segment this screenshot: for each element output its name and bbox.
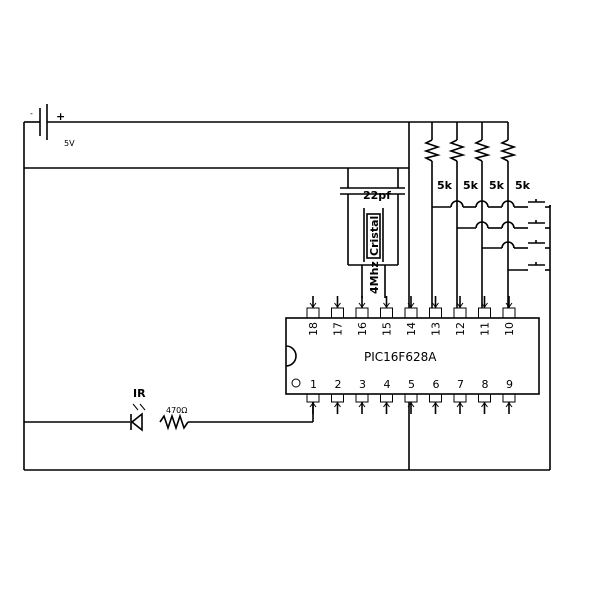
top-pin-number: 16 [356, 322, 369, 336]
bottom-pin: 3 [355, 378, 369, 414]
bottom-pin-number: 4 [384, 378, 391, 391]
bottom-pin-number: 5 [408, 378, 415, 391]
top-pin-number: 18 [307, 322, 320, 336]
top-pin: 16 [355, 296, 369, 336]
top-pin-number: 15 [381, 322, 394, 336]
wires [23, 121, 551, 471]
bottom-pin: 2 [331, 378, 344, 414]
battery-plus-sign: + [56, 110, 65, 123]
crystal-oscillator [340, 168, 405, 298]
bottom-pin: 7 [453, 378, 467, 414]
push-button-3 [525, 240, 550, 249]
button-lines [432, 200, 525, 271]
resistor-label-2: 5k [463, 179, 479, 192]
top-pin: 10 [502, 296, 516, 336]
top-pin-number: 12 [454, 322, 467, 336]
bottom-pin: 9 [502, 378, 516, 414]
battery-symbol [39, 104, 48, 140]
bottom-pins: 1 2 3 4 5 6 7 8 9 [306, 378, 516, 414]
crystal-name-label: Cristal [368, 216, 381, 256]
top-pin: 18 [306, 296, 320, 336]
bottom-pin-number: 9 [506, 378, 513, 391]
top-pin-number: 13 [430, 322, 443, 336]
top-pin: 13 [429, 296, 443, 336]
top-pin-number: 14 [405, 322, 418, 336]
top-pins: 18 17 16 15 14 13 12 11 10 [306, 296, 516, 336]
resistor-label-4: 5k [515, 179, 531, 192]
ir-resistor [159, 413, 189, 431]
bottom-pin-number: 2 [335, 378, 342, 391]
bottom-pin-number: 7 [457, 378, 464, 391]
push-buttons [525, 199, 551, 271]
top-pin: 11 [478, 296, 492, 336]
bottom-pin: 5 [404, 378, 418, 414]
top-pin: 14 [404, 296, 418, 336]
supply-voltage-label: 5V [64, 139, 75, 148]
bottom-pin-number: 1 [310, 378, 317, 391]
push-button-4 [525, 262, 550, 271]
resistor-label-1: 5k [437, 179, 453, 192]
ir-led [130, 403, 146, 432]
crystal-frequency-label: 4Mhz [368, 261, 381, 294]
bottom-pin-number: 6 [433, 378, 440, 391]
push-button-2 [525, 220, 550, 229]
battery-minus-sign: - [30, 109, 33, 118]
top-pin-number: 10 [503, 322, 516, 336]
bottom-pin-number: 3 [359, 378, 366, 391]
bottom-pin: 4 [380, 378, 393, 414]
pullup-resistors [423, 122, 517, 308]
capacitor-value-label: 22pf [363, 189, 391, 202]
top-pin-number: 17 [332, 322, 345, 336]
bottom-pin: 6 [429, 378, 442, 414]
bottom-pin: 8 [478, 378, 491, 414]
bottom-pin-number: 8 [482, 378, 489, 391]
push-button-1 [525, 199, 551, 208]
top-pin: 15 [380, 296, 394, 336]
top-pin: 12 [453, 296, 467, 336]
resistor-label-3: 5k [489, 179, 505, 192]
top-pin-number: 11 [479, 322, 492, 336]
chip-name-label: PIC16F628A [364, 350, 437, 364]
top-pin: 17 [331, 296, 345, 336]
ir-resistor-label: 470Ω [166, 406, 187, 415]
ir-label: IR [133, 387, 146, 400]
bottom-pin: 1 [306, 378, 320, 414]
